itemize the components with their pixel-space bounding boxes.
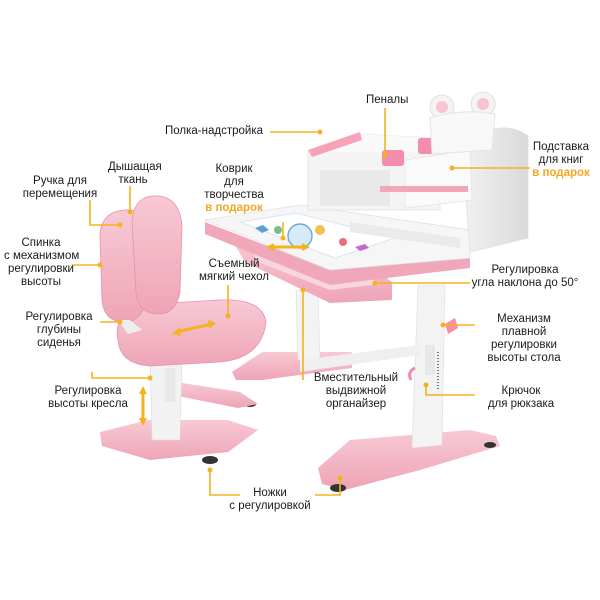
label-feet: Ножки с регулировкой <box>229 487 311 512</box>
leader-lines <box>72 108 530 496</box>
label-seat-depth: Регулировка глубины сиденья <box>25 311 93 349</box>
pencil-case-1 <box>382 150 404 166</box>
label-book-stand: Подставка для книг в подарок <box>532 141 590 179</box>
label-pencil-cases: Пеналы <box>366 94 409 106</box>
desk <box>203 91 529 492</box>
label-height-mechanism: Механизм плавной регулировки высоты стол… <box>487 313 561 364</box>
label-hook: Крючок для рюкзака <box>487 385 555 410</box>
label-chair-height: Регулировка высоты кресла <box>48 385 128 410</box>
height-lever <box>445 318 458 334</box>
label-drawer: Вместительный выдвижной органайзер <box>313 372 399 410</box>
label-removable-cover: Съемный мягкий чехол <box>198 258 269 283</box>
backpack-hook <box>408 366 416 381</box>
label-top-shelf: Полка-надстройка <box>165 125 263 137</box>
label-handle: Ручка для перемещения <box>22 175 98 200</box>
book-stand <box>404 149 473 209</box>
label-tilt: Регулировка угла наклона до 50° <box>471 264 579 289</box>
label-breathable: Дышащая ткань <box>108 161 162 186</box>
label-creative-mat: Коврик для творчества в подарок <box>204 163 264 214</box>
mouse-ears-decor <box>429 91 496 155</box>
desk-left-leg <box>295 289 321 361</box>
desk-right-base <box>318 430 500 490</box>
label-backrest: Спинка с механизмом регулировки высоты <box>4 237 80 288</box>
adjustment-arrows <box>139 243 310 426</box>
